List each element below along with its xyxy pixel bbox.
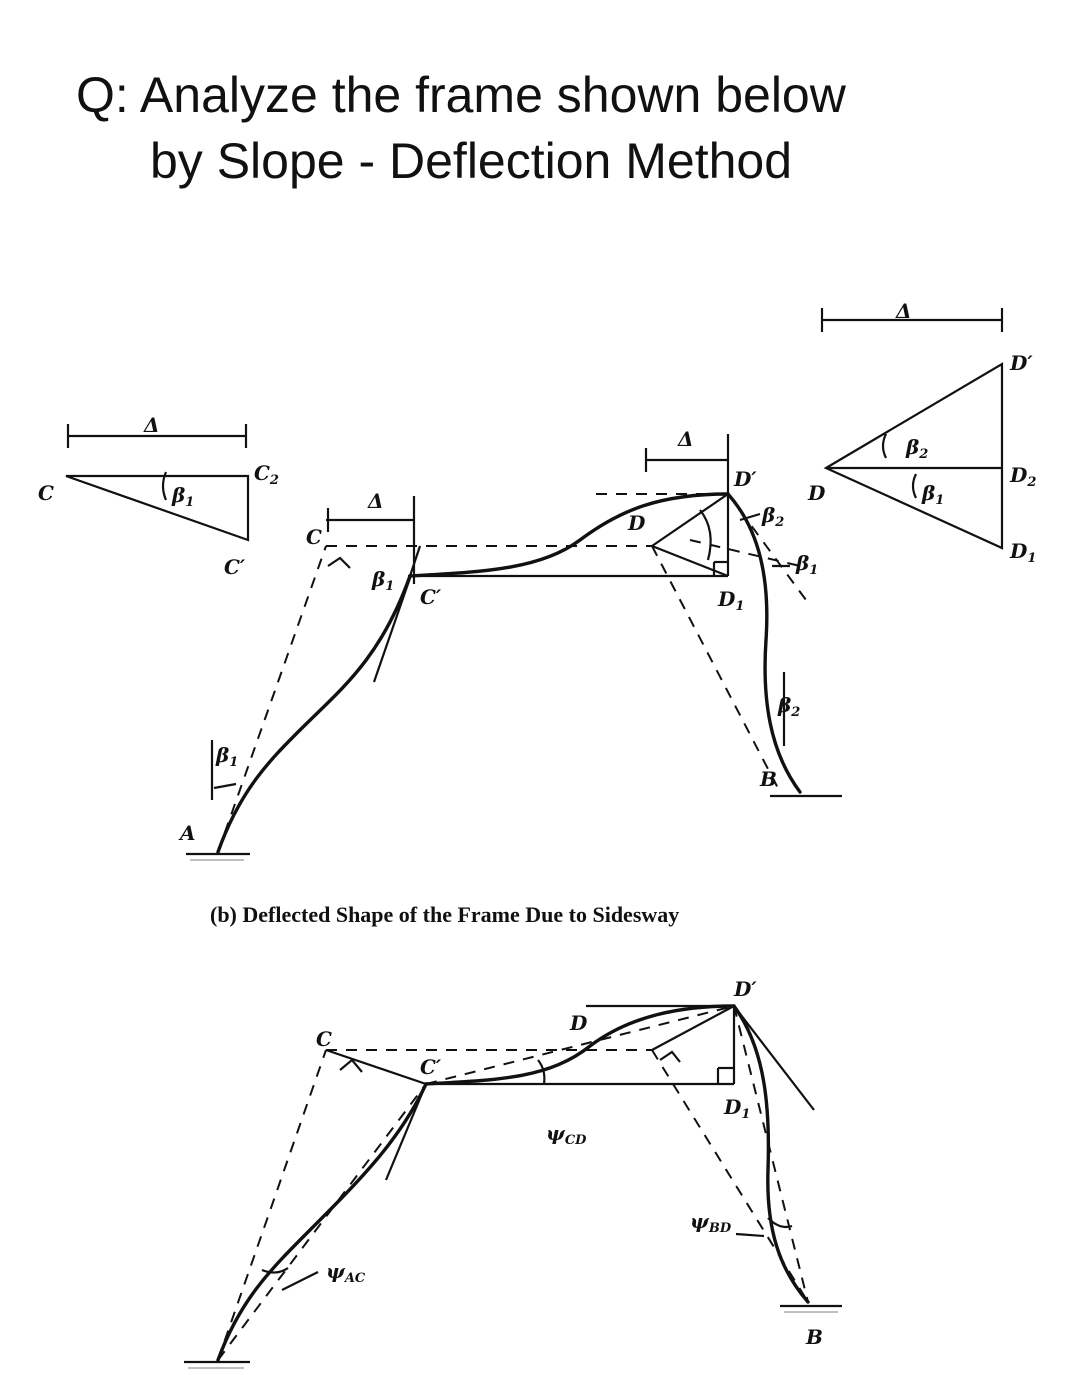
point-d1-label: D1: [717, 587, 744, 614]
point-c-prime-label-c: C′: [420, 1055, 442, 1079]
point-c-label-triangle: C: [38, 481, 54, 505]
point-c-label: C: [306, 525, 322, 549]
point-d-prime-label-c: D′: [733, 977, 757, 1001]
supports-b: [186, 794, 842, 861]
question-line-1: Q: Analyze the frame shown below: [76, 67, 846, 123]
beta1-label-c: β1: [371, 567, 394, 594]
delta-label-right: Δ: [895, 299, 912, 323]
right-displacement-triangle: Δ β2 β1 D′ D2 D1 D: [807, 299, 1036, 566]
delta-label-d: Δ: [677, 427, 694, 451]
left-displacement-triangle: Δ β1 C C2 C′: [38, 413, 279, 579]
figure-b-caption: (b) Deflected Shape of the Frame Due to …: [210, 902, 679, 927]
chord-lines-c: [217, 1004, 815, 1361]
point-b-label-c: B: [805, 1325, 823, 1349]
point-c-prime-label-triangle: C′: [224, 555, 246, 579]
construction-lines-b: Δ Δ: [210, 427, 807, 800]
undeformed-frame-c: [217, 1049, 809, 1361]
point-c-prime-label: C′: [420, 585, 442, 609]
psi-ac-label: ψAC: [326, 1259, 366, 1286]
point-b-label: B: [759, 767, 777, 791]
elastic-curve-b: [216, 492, 802, 854]
chord-rotation-diagram: C C′ D D′ D1 ψCD ψBD ψAC B: [184, 977, 842, 1369]
point-d-label-c: D: [569, 1011, 588, 1035]
delta-label-c: Δ: [367, 489, 384, 513]
beta1-label-right: β1: [921, 481, 944, 508]
point-c-label-c: C: [316, 1027, 332, 1051]
point-d1-label-triangle: D1: [1009, 539, 1036, 566]
beta2-label-b: β2: [777, 693, 800, 720]
beta1-label-left: β1: [171, 483, 194, 510]
delta-label-left: Δ: [143, 413, 160, 437]
deflected-shape-sidesway: Δ β1 C C2 C′ Δ β2 β1 D′ D2 D1 D: [38, 299, 1036, 927]
psi-bd-label: ψBD: [690, 1209, 732, 1236]
point-d1-label-c: D1: [723, 1095, 750, 1122]
question-line-2: by Slope - Deflection Method: [150, 133, 793, 189]
beta2-label-d: β2: [761, 503, 784, 530]
point-d-label: D: [627, 511, 646, 535]
psi-cd-label: ψCD: [546, 1121, 587, 1148]
point-a-label: A: [178, 821, 196, 845]
beta2-label-right: β2: [905, 435, 928, 462]
beta1-label-a: β1: [215, 743, 238, 770]
point-d2-label: D2: [1009, 463, 1036, 490]
beta1-label-d: β1: [795, 551, 818, 578]
undeformed-frame-b: [217, 493, 781, 853]
supports-c: [184, 1304, 842, 1369]
elastic-curve-c: [216, 1004, 810, 1362]
point-d-label-triangle: D: [807, 481, 826, 505]
point-d-prime-label: D′: [733, 467, 757, 491]
point-d-prime-label-triangle: D′: [1009, 351, 1033, 375]
point-c2-label: C2: [254, 461, 279, 488]
